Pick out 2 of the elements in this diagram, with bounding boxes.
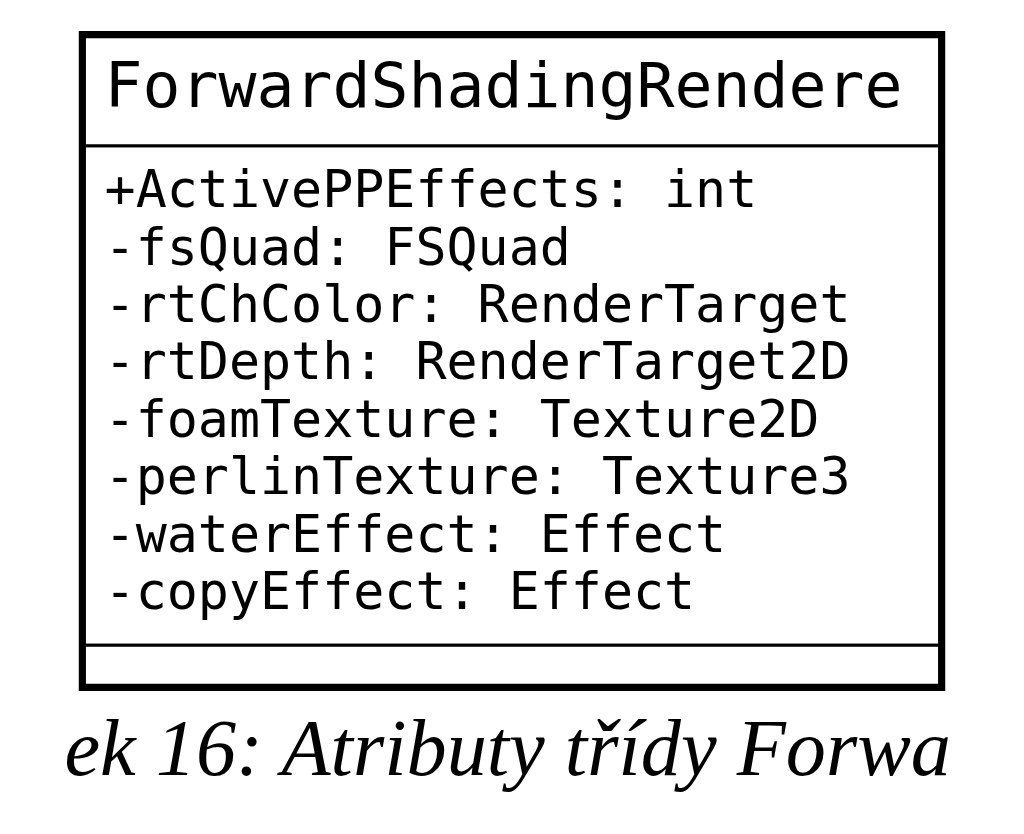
- caption: ek 16: Atributy třídy Forwa: [64, 703, 951, 793]
- node-box: ForwardShadingRendere +ActivePPEffects: int -fsQuad: FSQuad -rtChColor: RenderTarget -rtDepth: RenderTarget2D -foamTexture: Texture2D -perlinTexture: Texture3 -waterEffect: Effect -copyEffect: Effect: [78, 31, 946, 691]
